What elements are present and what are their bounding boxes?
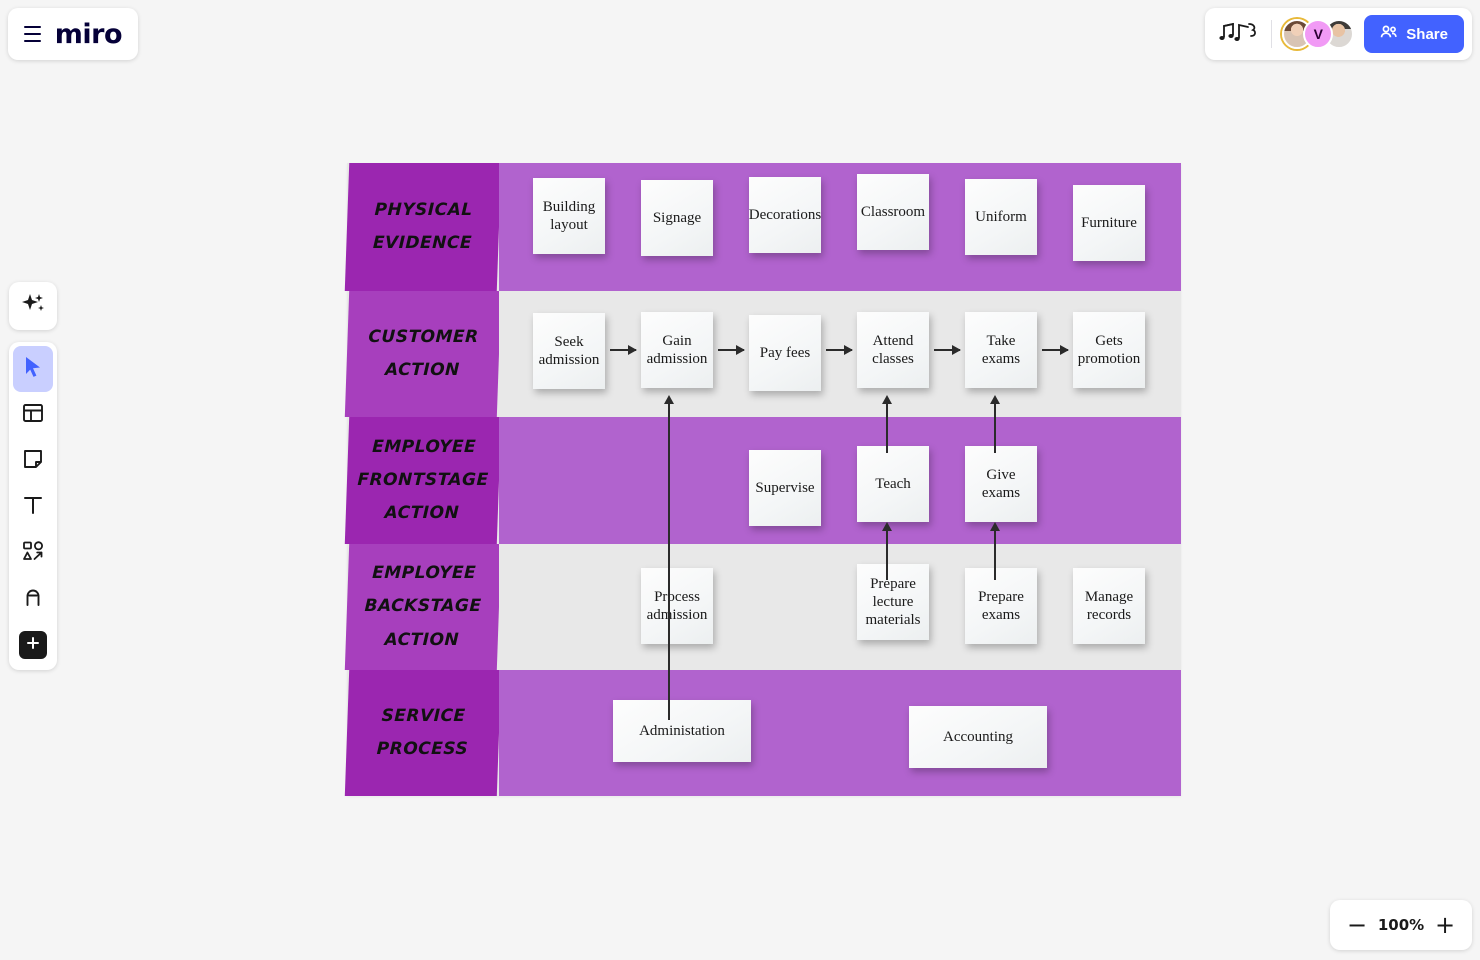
sticky-note[interactable]: Classroom bbox=[857, 174, 929, 250]
music-notes-icon[interactable] bbox=[1219, 21, 1261, 47]
row-body-customer-action: Seek admission Gain admission Pay fees A… bbox=[499, 291, 1181, 417]
support-arrow-give-exams bbox=[990, 395, 1000, 453]
sticky-note[interactable]: Pay fees bbox=[749, 315, 821, 391]
flow-arrow bbox=[1042, 345, 1069, 355]
sticky-note[interactable]: Gain admission bbox=[641, 312, 713, 388]
flow-arrow bbox=[934, 345, 961, 355]
sticky-note[interactable]: Teach bbox=[857, 446, 929, 522]
blueprint-row-employee-frontstage-action: EMPLOYEE FRONTSTAGE ACTION Supervise Tea… bbox=[344, 417, 1181, 544]
select-cursor-tool[interactable] bbox=[13, 346, 53, 392]
support-arrow-prepare-exams bbox=[990, 522, 1000, 580]
sticky-note[interactable]: Prepare lecture materials bbox=[857, 564, 929, 640]
sticky-note[interactable]: Administation bbox=[613, 700, 751, 762]
template-frame-tool[interactable] bbox=[13, 392, 53, 438]
text-tool[interactable] bbox=[13, 484, 53, 530]
sticky-note[interactable]: Attend classes bbox=[857, 312, 929, 388]
more-apps-tool[interactable] bbox=[19, 631, 47, 659]
template-frame-icon bbox=[21, 401, 45, 430]
sticky-note-tool[interactable] bbox=[13, 438, 53, 484]
miro-wordmark[interactable]: miro bbox=[54, 18, 123, 50]
support-arrow-prepare-lecture bbox=[882, 522, 892, 580]
sticky-note[interactable]: Accounting bbox=[909, 706, 1047, 768]
sticky-note[interactable]: Manage records bbox=[1073, 568, 1145, 644]
people-icon bbox=[1380, 24, 1398, 44]
panel-divider bbox=[1271, 20, 1273, 48]
blueprint-row-physical-evidence: PHYSICAL EVIDENCE Building layout Signag… bbox=[344, 163, 1181, 291]
pen-tool[interactable] bbox=[13, 576, 53, 622]
row-label-employee-backstage-action: EMPLOYEE BACKSTAGE ACTION bbox=[344, 544, 502, 670]
blueprint-row-employee-backstage-action: EMPLOYEE BACKSTAGE ACTION Process admiss… bbox=[344, 544, 1181, 670]
flow-arrow bbox=[826, 345, 853, 355]
sticky-note[interactable]: Building layout bbox=[533, 178, 605, 254]
avatar[interactable]: V bbox=[1303, 19, 1334, 49]
sticky-note[interactable]: Uniform bbox=[965, 179, 1037, 255]
sticky-note-icon bbox=[21, 447, 45, 476]
share-button[interactable]: Share bbox=[1364, 15, 1464, 53]
sticky-note[interactable]: Take exams bbox=[965, 312, 1037, 388]
blueprint-row-service-process: SERVICE PROCESS Administation Accounting bbox=[344, 670, 1181, 796]
hamburger-menu-icon[interactable] bbox=[24, 26, 41, 42]
support-arrow-teach bbox=[882, 395, 892, 453]
sticky-note[interactable]: Supervise bbox=[749, 450, 821, 526]
sticky-note[interactable]: Seek admission bbox=[533, 313, 605, 389]
sticky-note[interactable]: Process admission bbox=[641, 568, 713, 644]
zoom-control: − 100% + bbox=[1330, 900, 1472, 950]
row-label-physical-evidence: PHYSICAL EVIDENCE bbox=[344, 163, 502, 291]
zoom-level-value: 100% bbox=[1377, 916, 1425, 934]
sticky-note[interactable]: Signage bbox=[641, 180, 713, 256]
shapes-tool[interactable] bbox=[13, 530, 53, 576]
flow-arrow bbox=[718, 345, 745, 355]
text-icon bbox=[21, 493, 45, 522]
service-blueprint-board[interactable]: PHYSICAL EVIDENCE Building layout Signag… bbox=[344, 163, 1181, 796]
row-label-customer-action: CUSTOMER ACTION bbox=[344, 291, 502, 417]
sticky-note[interactable]: Gets promotion bbox=[1073, 312, 1145, 388]
flow-arrow bbox=[610, 345, 637, 355]
row-label-service-process: SERVICE PROCESS bbox=[344, 670, 502, 796]
blueprint-row-customer-action: CUSTOMER ACTION Seek admission Gain admi… bbox=[344, 291, 1181, 417]
plus-more-icon bbox=[25, 635, 41, 656]
zoom-out-button[interactable]: − bbox=[1346, 911, 1368, 939]
ai-tool-button[interactable] bbox=[9, 282, 57, 330]
support-arrow-process-admission bbox=[664, 395, 674, 720]
row-body-employee-frontstage-action: Supervise Teach Give exams bbox=[499, 417, 1181, 544]
zoom-in-button[interactable]: + bbox=[1434, 911, 1456, 939]
shapes-icon bbox=[21, 539, 45, 568]
ai-sparkle-icon bbox=[20, 291, 46, 322]
sticky-note[interactable]: Give exams bbox=[965, 446, 1037, 522]
collaboration-panel: V Share bbox=[1205, 8, 1472, 60]
sticky-note[interactable]: Decorations bbox=[749, 177, 821, 253]
sticky-note[interactable]: Prepare exams bbox=[965, 568, 1037, 644]
row-body-service-process: Administation Accounting bbox=[499, 670, 1181, 796]
sticky-note[interactable]: Furniture bbox=[1073, 185, 1145, 261]
main-toolbar bbox=[9, 342, 57, 670]
row-label-employee-frontstage-action: EMPLOYEE FRONTSTAGE ACTION bbox=[344, 417, 502, 544]
row-body-physical-evidence: Building layout Signage Decorations Clas… bbox=[499, 163, 1181, 291]
logo-panel: miro bbox=[8, 8, 138, 60]
share-label: Share bbox=[1406, 25, 1448, 43]
avatar-group: V bbox=[1282, 19, 1355, 49]
select-cursor-icon bbox=[22, 355, 44, 384]
row-body-employee-backstage-action: Process admission Prepare lecture materi… bbox=[499, 544, 1181, 670]
pen-icon bbox=[21, 585, 45, 614]
